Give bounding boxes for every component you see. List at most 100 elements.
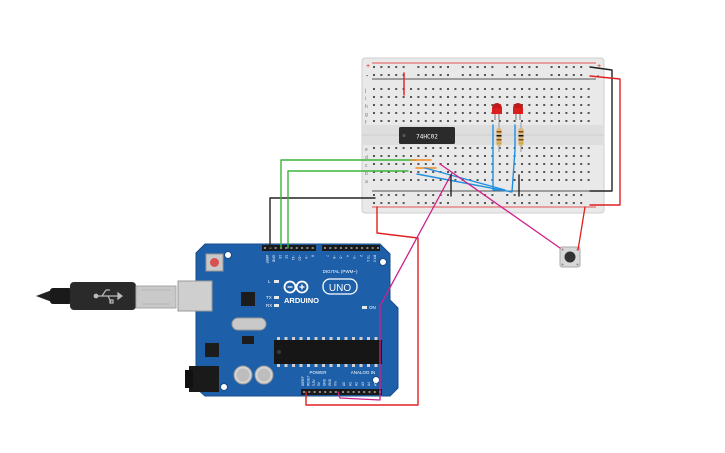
push-button[interactable]	[559, 246, 581, 268]
breadboard-hole[interactable]	[395, 179, 398, 181]
breadboard-rail-hole[interactable]	[484, 66, 486, 68]
breadboard-hole[interactable]	[439, 120, 442, 122]
breadboard-rail-hole[interactable]	[550, 74, 553, 76]
breadboard-hole[interactable]	[550, 88, 553, 90]
wire-green-pin13[interactable]	[280, 159, 417, 249]
breadboard-rail-hole[interactable]	[550, 194, 553, 196]
breadboard-hole[interactable]	[484, 147, 486, 149]
breadboard-hole[interactable]	[484, 155, 486, 157]
breadboard-hole[interactable]	[469, 155, 472, 157]
breadboard-hole[interactable]	[476, 104, 479, 106]
breadboard-hole[interactable]	[484, 96, 486, 98]
breadboard-rail-hole[interactable]	[565, 74, 568, 76]
breadboard-hole[interactable]	[432, 163, 435, 165]
breadboard-hole[interactable]	[476, 88, 479, 90]
breadboard-hole[interactable]	[432, 155, 435, 157]
breadboard-hole[interactable]	[410, 88, 412, 90]
breadboard-hole[interactable]	[543, 155, 546, 157]
breadboard-hole[interactable]	[572, 147, 575, 149]
breadboard-hole[interactable]	[432, 112, 435, 114]
breadboard-hole[interactable]	[535, 120, 538, 122]
breadboard-hole[interactable]	[454, 120, 457, 122]
breadboard-hole[interactable]	[528, 104, 531, 106]
breadboard-hole[interactable]	[380, 147, 383, 149]
led-1[interactable]	[492, 103, 502, 120]
breadboard-hole[interactable]	[469, 96, 472, 98]
breadboard-rail-hole[interactable]	[373, 74, 375, 76]
breadboard-hole[interactable]	[417, 120, 420, 122]
breadboard-rail-hole[interactable]	[521, 74, 523, 76]
breadboard-hole[interactable]	[535, 147, 538, 149]
breadboard-hole[interactable]	[498, 120, 501, 122]
header-pin-hole[interactable]	[368, 391, 371, 393]
breadboard-hole[interactable]	[521, 96, 523, 98]
breadboard-hole[interactable]	[424, 96, 427, 98]
breadboard-rail-hole[interactable]	[528, 66, 531, 68]
breadboard-hole[interactable]	[410, 120, 412, 122]
breadboard-hole[interactable]	[447, 120, 449, 122]
breadboard-rail-hole[interactable]	[476, 194, 479, 196]
breadboard-hole[interactable]	[572, 88, 575, 90]
breadboard-rail-hole[interactable]	[580, 74, 583, 76]
breadboard-hole[interactable]	[498, 171, 501, 173]
breadboard-rail-hole[interactable]	[491, 74, 494, 76]
breadboard-hole[interactable]	[417, 171, 420, 173]
header-pin-hole[interactable]	[311, 247, 314, 249]
breadboard-hole[interactable]	[491, 88, 494, 90]
breadboard-hole[interactable]	[535, 179, 538, 181]
breadboard-rail-hole[interactable]	[580, 66, 583, 68]
breadboard-hole[interactable]	[387, 104, 390, 106]
breadboard-rail-hole[interactable]	[373, 202, 375, 204]
breadboard-hole[interactable]	[506, 112, 509, 114]
breadboard-rail-hole[interactable]	[380, 66, 383, 68]
breadboard-hole[interactable]	[587, 163, 590, 165]
breadboard-rail-hole[interactable]	[484, 74, 486, 76]
breadboard-hole[interactable]	[461, 155, 464, 157]
wires[interactable]	[269, 66, 621, 406]
breadboard-hole[interactable]	[572, 179, 575, 181]
breadboard-hole[interactable]	[432, 147, 435, 149]
breadboard-hole[interactable]	[380, 171, 383, 173]
breadboard-hole[interactable]	[410, 104, 412, 106]
breadboard-hole[interactable]	[506, 96, 509, 98]
breadboard-hole[interactable]	[373, 163, 375, 165]
breadboard-hole[interactable]	[417, 163, 420, 165]
breadboard-rail-hole[interactable]	[491, 66, 494, 68]
resistor-1[interactable]	[496, 122, 502, 152]
breadboard-holes[interactable]	[373, 66, 590, 204]
breadboard-hole[interactable]	[439, 147, 442, 149]
breadboard-hole[interactable]	[432, 104, 435, 106]
breadboard-rail-hole[interactable]	[528, 74, 531, 76]
breadboard-hole[interactable]	[558, 112, 560, 114]
breadboard-hole[interactable]	[580, 147, 583, 149]
breadboard-rail-hole[interactable]	[380, 202, 383, 204]
breadboard-hole[interactable]	[439, 88, 442, 90]
breadboard-hole[interactable]	[521, 155, 523, 157]
breadboard-hole[interactable]	[373, 88, 375, 90]
breadboard-hole[interactable]	[373, 147, 375, 149]
breadboard-rail-hole[interactable]	[461, 194, 464, 196]
wire-red-5v[interactable]	[305, 206, 419, 406]
header-pin-hole[interactable]	[371, 247, 374, 249]
header-pin-hole[interactable]	[377, 247, 379, 249]
breadboard-rail-hole[interactable]	[521, 194, 523, 196]
breadboard-hole[interactable]	[461, 96, 464, 98]
breadboard-hole[interactable]	[387, 96, 390, 98]
breadboard-hole[interactable]	[410, 163, 412, 165]
breadboard-rail-hole[interactable]	[417, 194, 420, 196]
header-pin-hole[interactable]	[285, 247, 288, 249]
header-pin-hole[interactable]	[345, 247, 348, 249]
breadboard-hole[interactable]	[417, 104, 420, 106]
breadboard-rail-hole[interactable]	[417, 202, 420, 204]
breadboard-rail-hole[interactable]	[506, 202, 509, 204]
breadboard-hole[interactable]	[447, 112, 449, 114]
header-pin-hole[interactable]	[334, 247, 337, 249]
breadboard-hole[interactable]	[550, 171, 553, 173]
breadboard-hole[interactable]	[587, 88, 590, 90]
breadboard-hole[interactable]	[528, 171, 531, 173]
breadboard-rail-hole[interactable]	[535, 66, 538, 68]
breadboard-rail-hole[interactable]	[439, 74, 442, 76]
breadboard-hole[interactable]	[424, 155, 427, 157]
breadboard-hole[interactable]	[402, 96, 405, 98]
push-button-cap[interactable]	[564, 251, 576, 263]
